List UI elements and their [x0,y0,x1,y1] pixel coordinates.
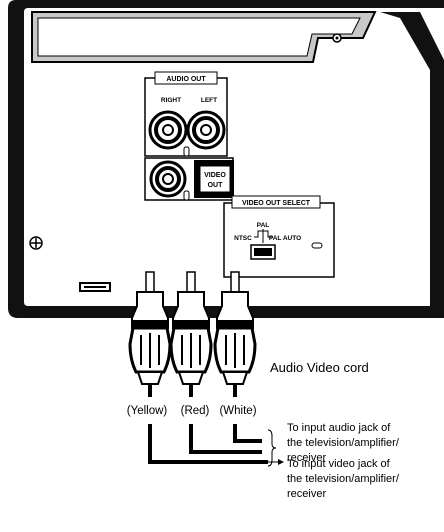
right-label: RIGHT [161,97,181,104]
plug-label-red: (Red) [181,405,210,417]
plug-label-white: (White) [219,405,256,417]
video-out-label-line1: VIDEO [204,172,226,179]
av-cord: (Yellow) (Red) (White) Audio Video cord [127,271,369,464]
video-out-group: VIDEO OUT [144,157,234,201]
video-annotation: To input video jack of the television/am… [268,458,400,500]
video-annotation-line2: the television/amplifier/ [287,473,400,485]
yellow-plug[interactable] [128,271,172,385]
audio-annotation-line1: To input audio jack of [287,422,391,434]
video-out-jack[interactable] [149,160,187,198]
video-annotation-line1: To input video jack of [287,458,391,470]
audio-out-group: AUDIO OUT RIGHT LEFT [144,71,228,157]
plug-label-yellow: (Yellow) [127,405,168,417]
audio-annotation-line2: the television/amplifier/ [287,437,400,449]
audio-right-jack[interactable] [148,110,188,150]
cord-label: Audio Video cord [270,360,369,375]
ground-symbol-icon [29,236,43,250]
left-label: LEFT [201,97,217,104]
yellow-wire [148,424,268,464]
device-rear-panel [8,0,444,318]
white-plug[interactable] [213,271,257,385]
audio-annotation: To input audio jack of the television/am… [267,422,400,467]
pal-auto-label: PAL AUTO [269,235,301,242]
red-plug[interactable] [169,271,213,385]
video-out-select-switch[interactable] [250,244,276,260]
video-annotation-line3: receiver [287,488,326,500]
audio-out-label: AUDIO OUT [166,76,206,83]
red-wire [189,424,262,454]
video-out-select-label: VIDEO OUT SELECT [242,200,311,207]
audio-annotation-line3: receiver [287,452,326,464]
pal-label: PAL [257,222,270,229]
white-wire [233,424,262,443]
audio-left-jack[interactable] [186,110,226,150]
brace-icon [267,429,277,467]
video-out-select-group: VIDEO OUT SELECT PAL NTSC PAL AUTO [223,195,335,278]
video-out-label-line2: OUT [208,182,224,189]
ntsc-label: NTSC [234,235,252,242]
arrow-right-icon [268,459,284,465]
